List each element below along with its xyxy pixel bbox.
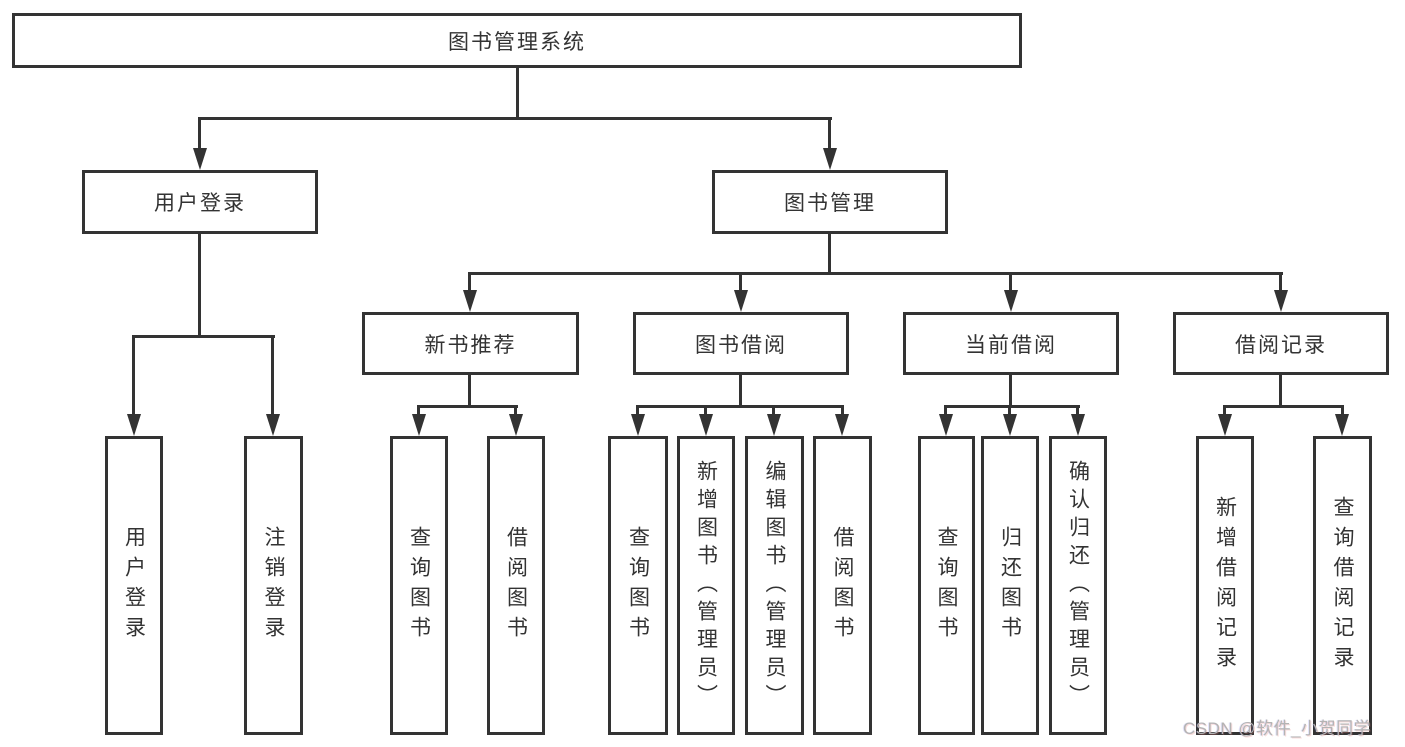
arrowhead-icon <box>1003 414 1017 436</box>
connector-line <box>198 117 201 150</box>
arrowhead-icon <box>463 290 477 312</box>
node-borrow-records: 借阅记录 <box>1173 312 1389 375</box>
connector-line <box>1279 272 1282 292</box>
arrowhead-icon <box>631 414 645 436</box>
connector-line <box>1009 372 1012 408</box>
connector-line <box>468 372 471 408</box>
arrowhead-icon <box>412 414 426 436</box>
csdn-watermark: CSDN @软件_小贺同学 <box>1183 719 1372 738</box>
arrowhead-icon <box>1274 290 1288 312</box>
node-book-management: 图书管理 <box>712 170 948 234</box>
connector-line <box>1008 405 1011 417</box>
leaf-label: 用户登录 <box>122 525 146 646</box>
arrowhead-icon <box>127 414 141 436</box>
connector-line <box>468 272 1283 275</box>
connector-line <box>1279 372 1282 408</box>
connector-line <box>468 272 471 292</box>
connector-line <box>271 335 274 416</box>
connector-line <box>944 405 1080 408</box>
node-label: 当前借阅 <box>965 333 1057 357</box>
connector-line <box>636 405 844 408</box>
arrowhead-icon <box>734 290 748 312</box>
connector-line <box>417 405 518 408</box>
connector-line <box>828 232 831 275</box>
node-user-login: 用户登录 <box>82 170 318 234</box>
leaf-query-books-current: 查询图书 <box>918 436 975 735</box>
arrowhead-icon <box>835 414 849 436</box>
node-label: 新书推荐 <box>424 333 517 357</box>
connector-line <box>636 405 639 417</box>
connector-line <box>1223 405 1344 408</box>
arrowhead-icon <box>266 414 280 436</box>
leaf-borrow-books: 借阅图书 <box>813 436 872 735</box>
connector-line <box>772 405 775 417</box>
arrowhead-icon <box>767 414 781 436</box>
leaf-query-books-recommend: 查询图书 <box>390 436 448 735</box>
arrowhead-icon <box>823 148 837 170</box>
leaf-label: 查询图书 <box>626 525 650 646</box>
leaf-label: 归还图书 <box>998 525 1022 646</box>
connector-line <box>944 405 947 417</box>
leaf-label: 借阅图书 <box>831 525 854 646</box>
connector-line <box>1341 405 1344 417</box>
connector-line <box>516 66 519 120</box>
node-label: 用户登录 <box>154 192 246 215</box>
leaf-label: 借阅图书 <box>504 525 528 646</box>
leaf-query-borrow-record: 查询借阅记录 <box>1313 436 1372 735</box>
connector-line <box>198 117 832 120</box>
leaf-label: 查询图书 <box>935 525 958 646</box>
node-label: 图书借阅 <box>695 333 787 357</box>
leaf-query-books-borrow: 查询图书 <box>608 436 668 735</box>
connector-line <box>132 335 135 416</box>
leaf-label: 确认归还（管理员） <box>1066 459 1090 712</box>
leaf-label: 编辑图书（管理员） <box>763 459 786 712</box>
node-new-book-recommend: 新书推荐 <box>362 312 579 375</box>
leaf-add-books-admin: 新增图书（管理员） <box>677 436 735 735</box>
connector-line <box>841 405 844 417</box>
connector-line <box>514 405 517 417</box>
leaf-label: 查询借阅记录 <box>1331 495 1354 676</box>
arrowhead-icon <box>699 414 713 436</box>
node-root-library-system: 图书管理系统 <box>12 13 1022 68</box>
connector-line <box>739 272 742 292</box>
arrowhead-icon <box>1335 414 1349 436</box>
leaf-user-login: 用户登录 <box>105 436 163 735</box>
arrowhead-icon <box>939 414 953 436</box>
leaf-edit-books-admin: 编辑图书（管理员） <box>745 436 804 735</box>
arrowhead-icon <box>1071 414 1085 436</box>
leaf-confirm-return-admin: 确认归还（管理员） <box>1049 436 1107 735</box>
leaf-label: 查询图书 <box>407 525 431 646</box>
leaf-add-borrow-record: 新增借阅记录 <box>1196 436 1254 735</box>
leaf-return-books: 归还图书 <box>981 436 1039 735</box>
arrowhead-icon <box>509 414 523 436</box>
arrowhead-icon <box>193 148 207 170</box>
connector-line <box>198 232 201 338</box>
arrowhead-icon <box>1004 290 1018 312</box>
connector-line <box>1076 405 1079 417</box>
node-label: 借阅记录 <box>1235 333 1327 357</box>
leaf-label: 新增借阅记录 <box>1213 495 1237 676</box>
leaf-borrow-books-recommend: 借阅图书 <box>487 436 545 735</box>
connector-line <box>739 372 742 408</box>
arrowhead-icon <box>1218 414 1232 436</box>
connector-line <box>132 335 275 338</box>
connector-line <box>1223 405 1226 417</box>
node-book-borrow: 图书借阅 <box>633 312 849 375</box>
node-current-borrow: 当前借阅 <box>903 312 1119 375</box>
connector-line <box>704 405 707 417</box>
leaf-logout: 注销登录 <box>244 436 303 735</box>
connector-line <box>828 117 831 150</box>
leaf-label: 新增图书（管理员） <box>694 459 718 712</box>
node-label: 图书管理系统 <box>448 30 586 54</box>
leaf-label: 注销登录 <box>262 525 285 646</box>
node-label: 图书管理 <box>784 192 876 215</box>
connector-line <box>417 405 420 417</box>
connector-line <box>1009 272 1012 292</box>
